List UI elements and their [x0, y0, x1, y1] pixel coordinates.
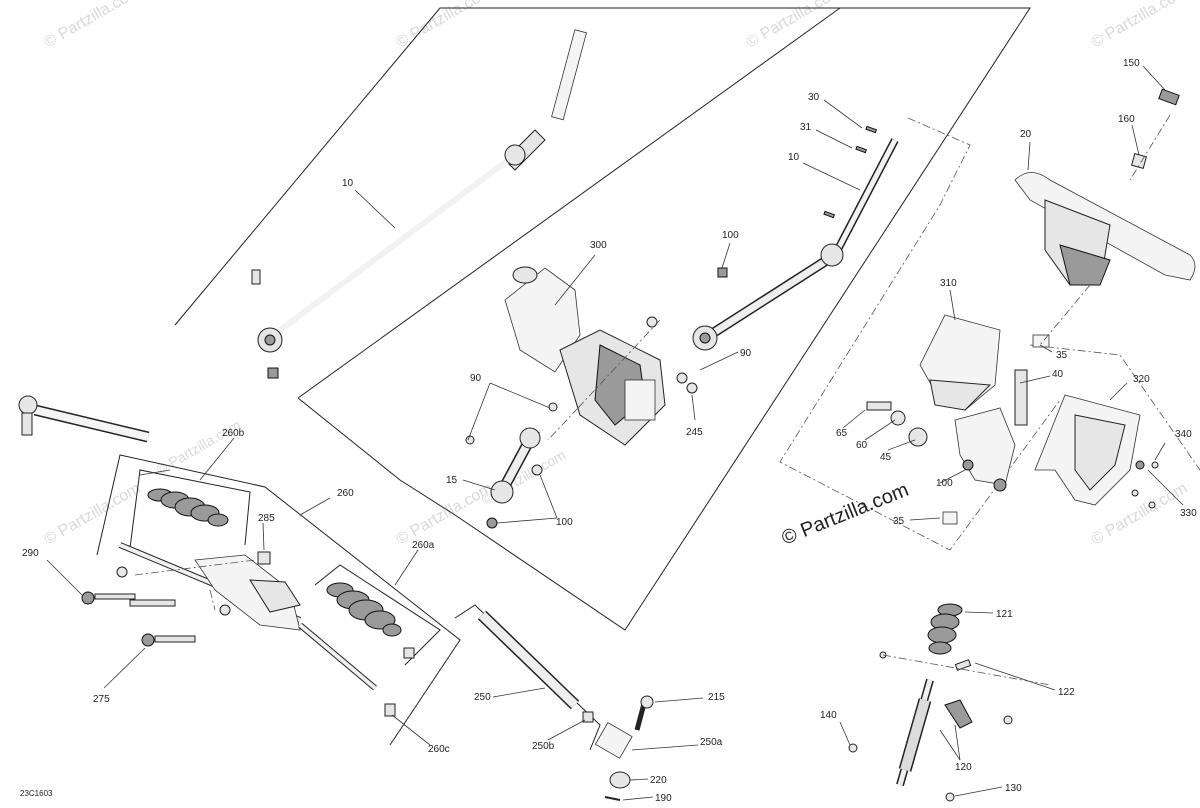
intermediate-shaft[interactable]	[465, 402, 558, 529]
callout-100-bottom[interactable]: 100	[556, 517, 573, 528]
callout-150[interactable]: 150	[1123, 58, 1140, 69]
callout-260a[interactable]: 260a	[412, 540, 435, 551]
callout-250b[interactable]: 250b	[532, 741, 555, 752]
callout-290[interactable]: 290	[22, 548, 39, 559]
callout-340[interactable]: 340	[1175, 429, 1192, 440]
diagram-code: 23C1603	[20, 789, 53, 798]
callout-20[interactable]: 20	[1020, 129, 1032, 140]
rack-assembly-frame	[96, 454, 461, 746]
tilt-boot[interactable]	[927, 603, 963, 655]
rack-boot-left[interactable]	[147, 488, 229, 527]
callout-330[interactable]: 330	[1180, 508, 1197, 519]
console-dash-line	[1029, 344, 1200, 471]
watermark-tile: © Partzilla.com	[154, 417, 244, 478]
callout-120[interactable]: 120	[955, 762, 972, 773]
frame-divider	[297, 7, 841, 399]
callout-10-long[interactable]: 10	[342, 178, 354, 189]
callout-130[interactable]: 130	[1005, 783, 1022, 794]
watermark-tile: © Partzilla.com	[1089, 0, 1191, 51]
callout-300[interactable]: 300	[590, 240, 607, 251]
callout-122[interactable]: 122	[1058, 687, 1075, 698]
callout-215[interactable]: 215	[708, 692, 725, 703]
column-dash-frame	[779, 117, 1061, 551]
callout-15[interactable]: 15	[446, 475, 458, 486]
callout-310[interactable]: 310	[940, 278, 957, 289]
boot-frame-right	[314, 564, 441, 666]
callout-10-short[interactable]: 10	[788, 152, 800, 163]
callout-45[interactable]: 45	[880, 452, 892, 463]
steering-wheel[interactable]	[1014, 88, 1196, 286]
power-steering-unit[interactable]	[504, 266, 698, 446]
callout-100-column[interactable]: 100	[936, 478, 953, 489]
callout-285[interactable]: 285	[258, 513, 275, 524]
callout-260c[interactable]: 260c	[428, 744, 450, 755]
callout-121[interactable]: 121	[996, 609, 1013, 620]
callout-275[interactable]: 275	[93, 694, 110, 705]
callout-40[interactable]: 40	[1052, 369, 1064, 380]
boot-frame-left	[129, 469, 251, 549]
tie-rod-frame	[454, 604, 601, 751]
callout-90-left[interactable]: 90	[470, 373, 482, 384]
watermark-tile: © Partzilla.com	[394, 480, 496, 549]
callout-250[interactable]: 250	[474, 692, 491, 703]
console-panel[interactable]	[1034, 394, 1159, 509]
shaft-assembly-frame	[174, 7, 1031, 631]
callout-60[interactable]: 60	[856, 440, 868, 451]
callout-35-top[interactable]: 35	[1056, 350, 1068, 361]
watermark-tiles: © Partzilla.com © Partzilla.com © Partzi…	[42, 0, 1191, 548]
watermark-tile: © Partzilla.com	[42, 0, 144, 51]
callout-250a[interactable]: 250a	[700, 737, 723, 748]
callout-320[interactable]: 320	[1133, 374, 1150, 385]
callout-labels: 10 30 31 10 100 300 20 160 150 310 35 40…	[22, 58, 1197, 804]
rack-boot-right[interactable]	[326, 582, 402, 637]
callout-245[interactable]: 245	[686, 427, 703, 438]
callout-100-top[interactable]: 100	[722, 230, 739, 241]
callout-140[interactable]: 140	[820, 710, 837, 721]
callout-65[interactable]: 65	[836, 428, 848, 439]
rack-and-pinion[interactable]	[81, 488, 415, 717]
assembly-axes	[134, 114, 1171, 686]
watermark-tile: © Partzilla.com	[42, 480, 144, 549]
steering-shaft-long[interactable]	[251, 29, 587, 379]
outer-tie-rod[interactable]	[18, 395, 150, 443]
callout-31[interactable]: 31	[800, 122, 812, 133]
callout-35-bottom[interactable]: 35	[893, 516, 905, 527]
steering-shaft-short[interactable]	[692, 125, 899, 351]
callout-30[interactable]: 30	[808, 92, 820, 103]
tie-rod[interactable]	[477, 610, 654, 801]
callout-90-right[interactable]: 90	[740, 348, 752, 359]
callout-260[interactable]: 260	[337, 488, 354, 499]
callout-160[interactable]: 160	[1118, 114, 1135, 125]
watermark-main: © Partzilla.com	[779, 479, 912, 550]
callout-190[interactable]: 190	[655, 793, 672, 804]
column-housing[interactable]	[866, 314, 1050, 525]
tilt-cylinder[interactable]	[848, 603, 1013, 802]
leader-lines	[46, 65, 1184, 801]
callout-220[interactable]: 220	[650, 775, 667, 786]
callout-260b[interactable]: 260b	[222, 428, 245, 439]
